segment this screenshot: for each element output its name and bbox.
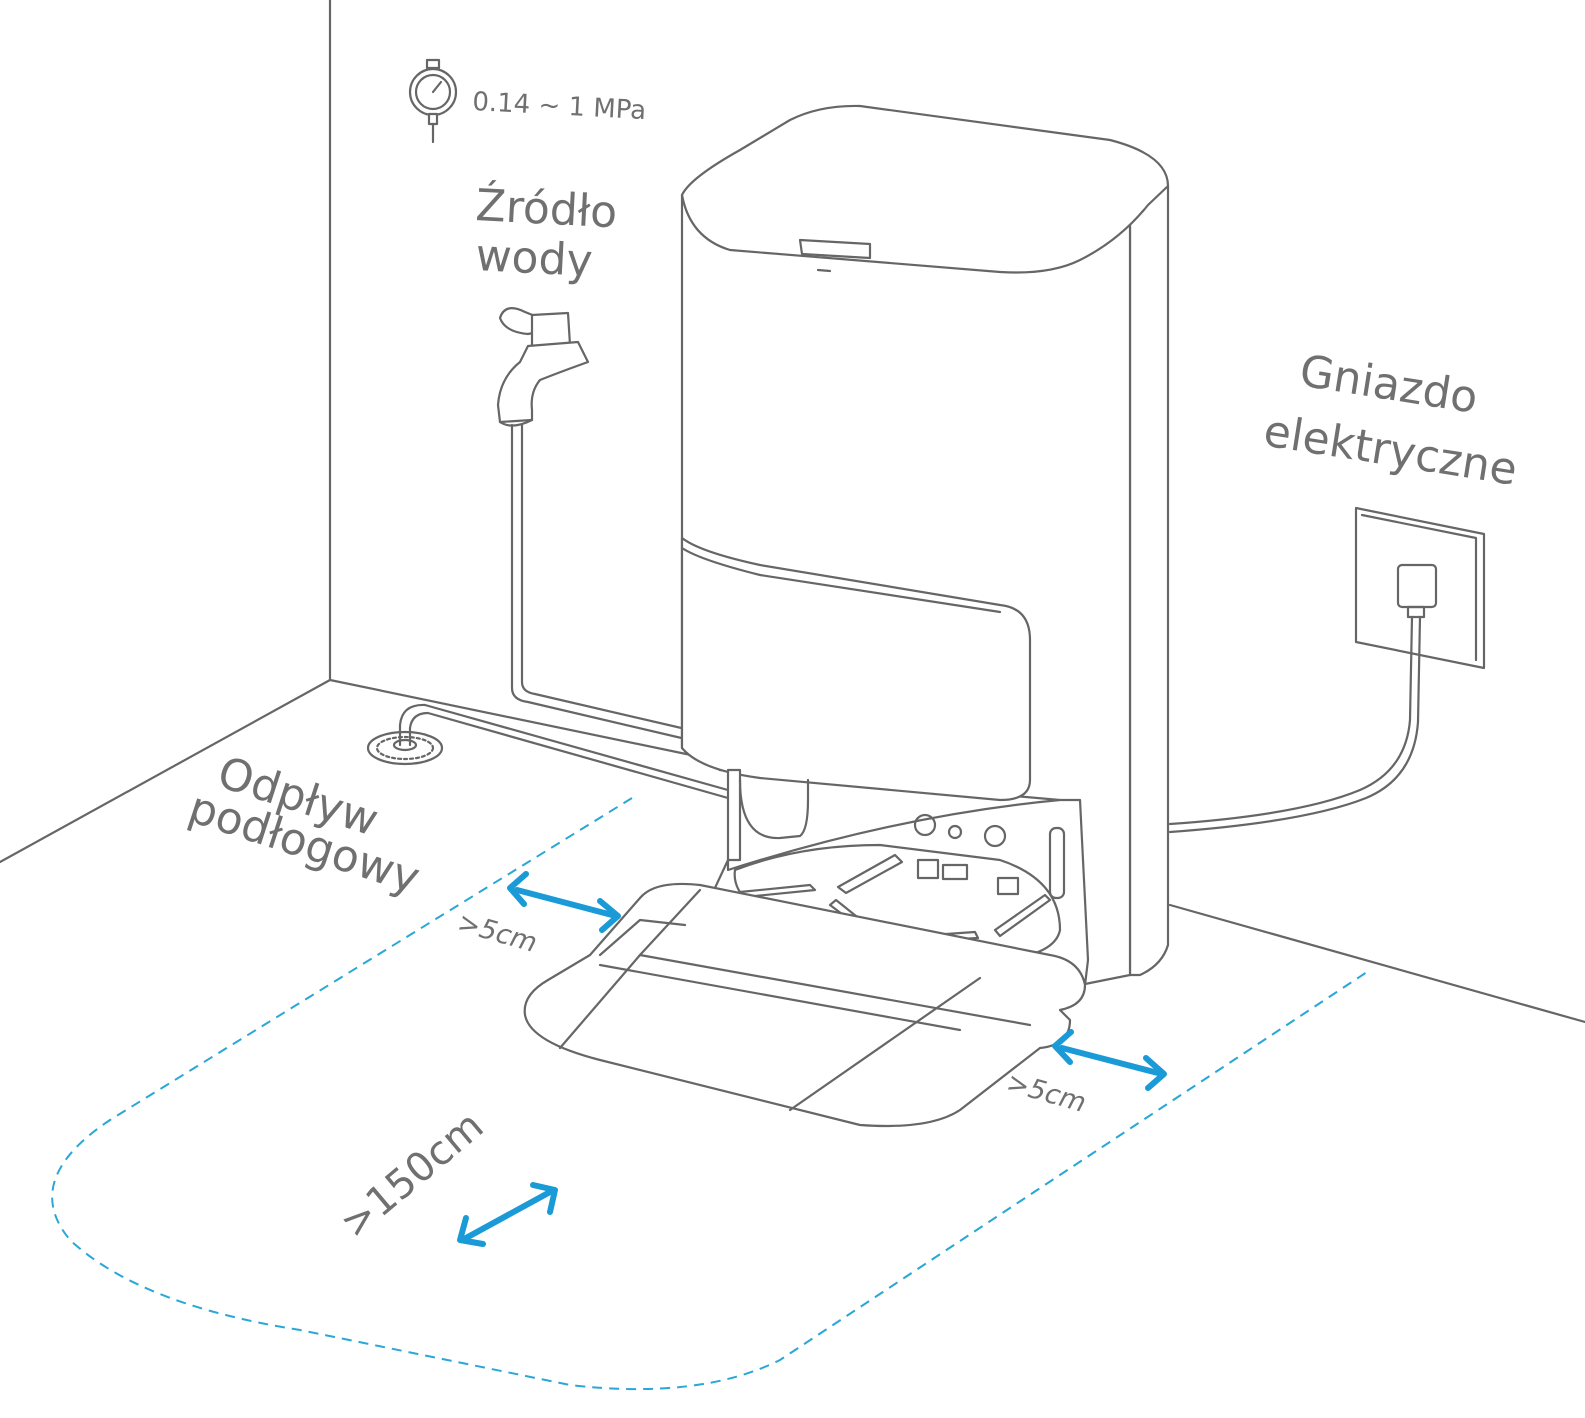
clearance-arrow-left [507,871,621,933]
socket-label-line1: Gniazdo [1296,345,1481,423]
clearance-arrow-right [1052,1029,1167,1091]
water-source-label-line2: wody [474,230,593,287]
socket-label-line2: elektryczne [1260,405,1520,495]
clearance-arrow-front [457,1182,558,1247]
clearance-front-label: >150cm [332,1103,492,1248]
room-outline [0,0,1585,1024]
drain-hose [398,703,737,802]
clearance-left-label: >5cm [454,907,540,959]
water-tap-icon [496,307,590,427]
clearance-zone-outline [51,797,1371,1391]
pressure-label: 0.14 ~ 1 MPa [472,87,647,126]
pressure-gauge-icon [408,58,458,144]
clearance-right-label: >5cm [1003,1067,1089,1119]
docking-station [523,104,1170,1128]
wall-socket-icon [1354,506,1486,670]
power-cord [1168,615,1422,834]
water-supply-hose [510,423,692,742]
floor-drain-icon [366,730,444,766]
water-source-label-line1: Źródło [474,178,618,238]
